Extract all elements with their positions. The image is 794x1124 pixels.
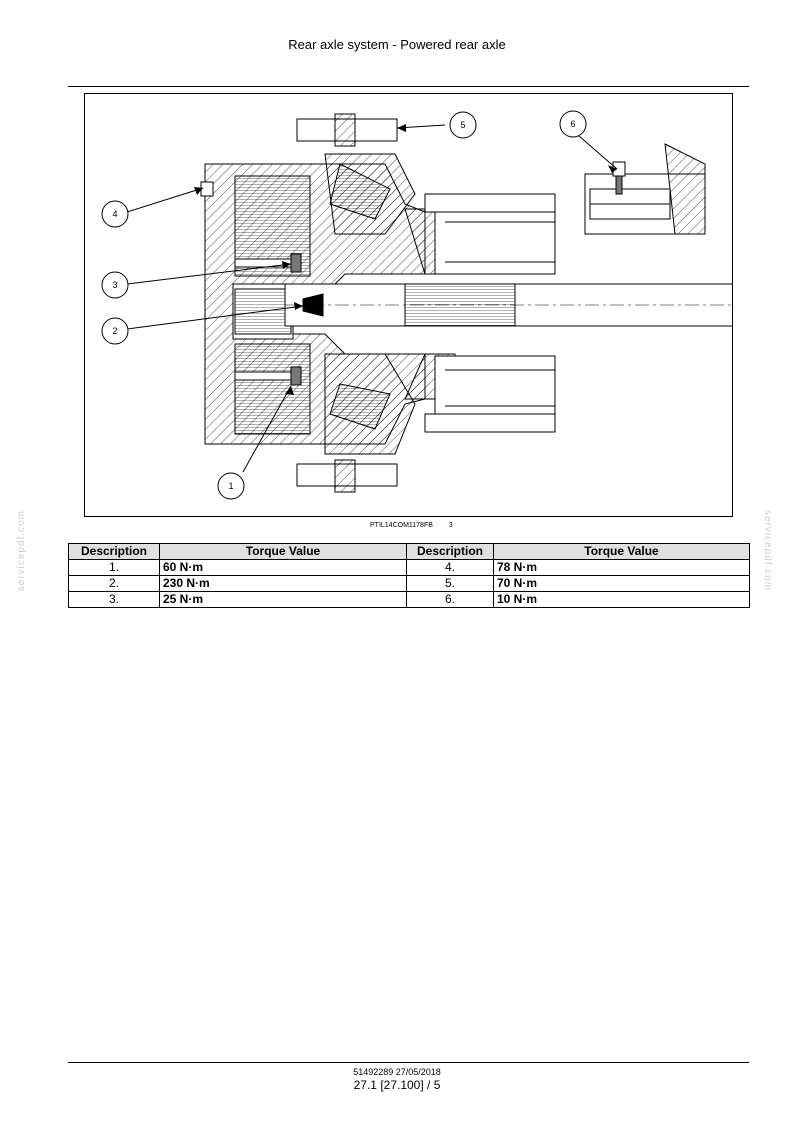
col-header-description: Description bbox=[406, 543, 494, 560]
callout-3-label: 3 bbox=[112, 280, 117, 290]
axle-cross-section-drawing: 1 2 3 4 5 6 bbox=[101, 110, 732, 500]
footer-rule bbox=[68, 1062, 749, 1063]
callout-4-label: 4 bbox=[112, 209, 117, 219]
callout-2-label: 2 bbox=[112, 326, 117, 336]
watermark-left: servicepdf.com bbox=[16, 510, 27, 592]
torque-table: Description Torque Value Description Tor… bbox=[68, 543, 750, 608]
footer-doc-ref: 51492289 27/05/2018 bbox=[353, 1067, 441, 1077]
torque-value: 230 N·m bbox=[159, 575, 407, 592]
callout-2-circle bbox=[101, 317, 129, 345]
figure-id: PTIL14COM1178FB bbox=[370, 522, 433, 529]
table-row: 1. 60 N·m 4. 78 N·m bbox=[68, 559, 750, 576]
col-header-description: Description bbox=[68, 543, 160, 560]
item-number: 3. bbox=[68, 591, 160, 608]
table-row: 3. 25 N·m 6. 10 N·m bbox=[68, 591, 750, 608]
table-row: 2. 230 N·m 5. 70 N·m bbox=[68, 575, 750, 592]
torque-value: 70 N·m bbox=[493, 575, 750, 592]
item-number: 1. bbox=[68, 559, 160, 576]
header-rule bbox=[68, 86, 749, 87]
callout-4-circle bbox=[101, 200, 129, 228]
torque-value: 25 N·m bbox=[159, 591, 407, 608]
torque-value: 78 N·m bbox=[493, 559, 750, 576]
watermark-right: servicepdf.com bbox=[762, 510, 773, 592]
item-number: 4. bbox=[406, 559, 494, 576]
leader-arrowheads bbox=[194, 124, 617, 395]
table-header-row: Description Torque Value Description Tor… bbox=[68, 543, 750, 560]
figure-frame: 1 2 3 4 5 6 bbox=[84, 93, 733, 517]
torque-value: 60 N·m bbox=[159, 559, 407, 576]
figure-caption: PTIL14COM1178FB 3 bbox=[370, 522, 453, 529]
item-number: 5. bbox=[406, 575, 494, 592]
callout-1-circle bbox=[217, 472, 245, 500]
callout-6-circle bbox=[559, 110, 587, 138]
torque-value: 10 N·m bbox=[493, 591, 750, 608]
item-number: 2. bbox=[68, 575, 160, 592]
callout-6-label: 6 bbox=[570, 119, 575, 129]
item-number: 6. bbox=[406, 591, 494, 608]
callout-3-circle bbox=[101, 271, 129, 299]
detail-view bbox=[584, 143, 706, 235]
drive-shaft bbox=[284, 283, 732, 327]
wheel-studs bbox=[296, 113, 398, 493]
callout-5-circle bbox=[449, 111, 477, 139]
page-header-title: Rear axle system - Powered rear axle bbox=[288, 37, 506, 52]
col-header-torque-value: Torque Value bbox=[159, 543, 407, 560]
callout-5-label: 5 bbox=[460, 120, 465, 130]
axle-housing bbox=[404, 193, 556, 433]
col-header-torque-value: Torque Value bbox=[493, 543, 750, 560]
callout-1-label: 1 bbox=[228, 481, 233, 491]
bearing-assembly bbox=[324, 153, 416, 455]
footer-page-ref: 27.1 [27.100] / 5 bbox=[353, 1078, 441, 1092]
figure-number: 3 bbox=[448, 522, 453, 529]
